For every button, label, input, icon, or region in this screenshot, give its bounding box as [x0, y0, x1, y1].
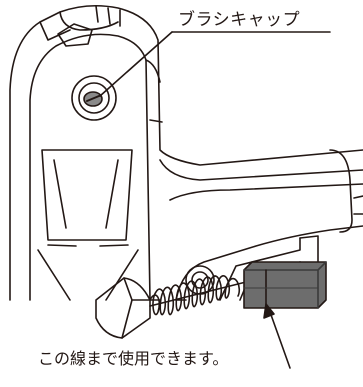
spring	[149, 275, 247, 316]
brush-cap	[71, 75, 117, 121]
tool-body	[9, 4, 363, 301]
brush-cap-leader	[99, 31, 331, 97]
carbon-brush	[95, 261, 327, 339]
wear-limit-arrow	[263, 303, 291, 369]
wear-limit-label: この線まで使用できます。	[38, 349, 229, 368]
brush-cap-label: ブラシキャップ	[178, 10, 301, 30]
